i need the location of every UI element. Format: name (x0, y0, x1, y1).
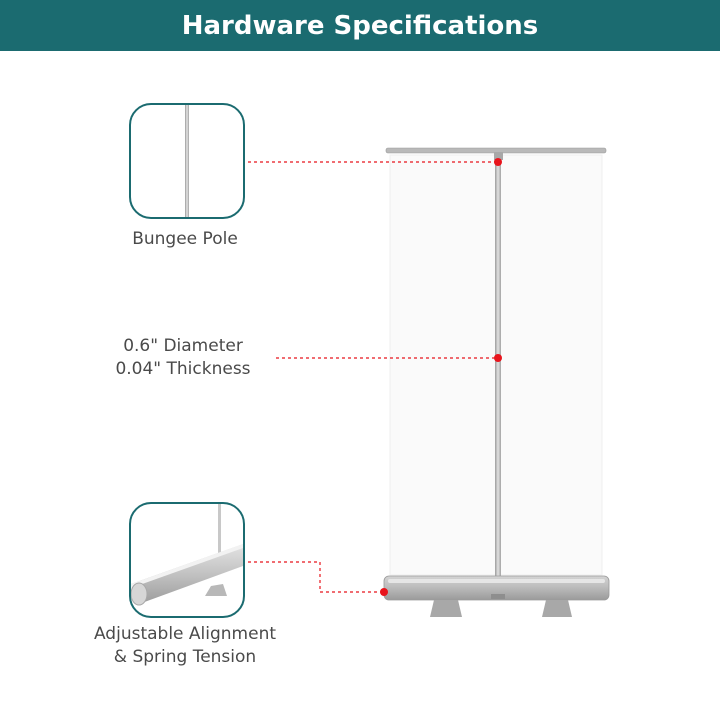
pole-thickness-text: 0.04" Thickness (115, 359, 251, 379)
bungee-pole (495, 158, 501, 578)
marker-base (380, 588, 388, 596)
pole-size-label: 0.6" Diameter 0.04" Thickness (88, 335, 278, 381)
bungee-pole-label: Bungee Pole (132, 229, 238, 249)
base-alignment-text: Adjustable Alignment (93, 624, 277, 644)
page-header: Hardware Specifications (0, 0, 720, 51)
marker-pole-top (494, 158, 502, 166)
leader-line-base (248, 561, 384, 593)
base-closeup-icon (129, 502, 245, 618)
right-foot (542, 600, 572, 617)
base-tension-text: & Spring Tension (113, 647, 257, 667)
marker-pole-size (494, 354, 502, 362)
base-label: Adjustable Alignment & Spring Tension (70, 623, 300, 669)
pole-mount (491, 594, 505, 599)
top-rail-clip (494, 152, 503, 160)
base-closeup-graphic (131, 504, 243, 606)
pole-diameter-text: 0.6" Diameter (123, 336, 243, 356)
base-highlight (388, 579, 605, 583)
page-title: Hardware Specifications (181, 10, 539, 41)
pole-closeup-graphic (185, 105, 189, 217)
left-foot (430, 600, 462, 617)
bungee-pole-closeup-icon (129, 103, 245, 219)
